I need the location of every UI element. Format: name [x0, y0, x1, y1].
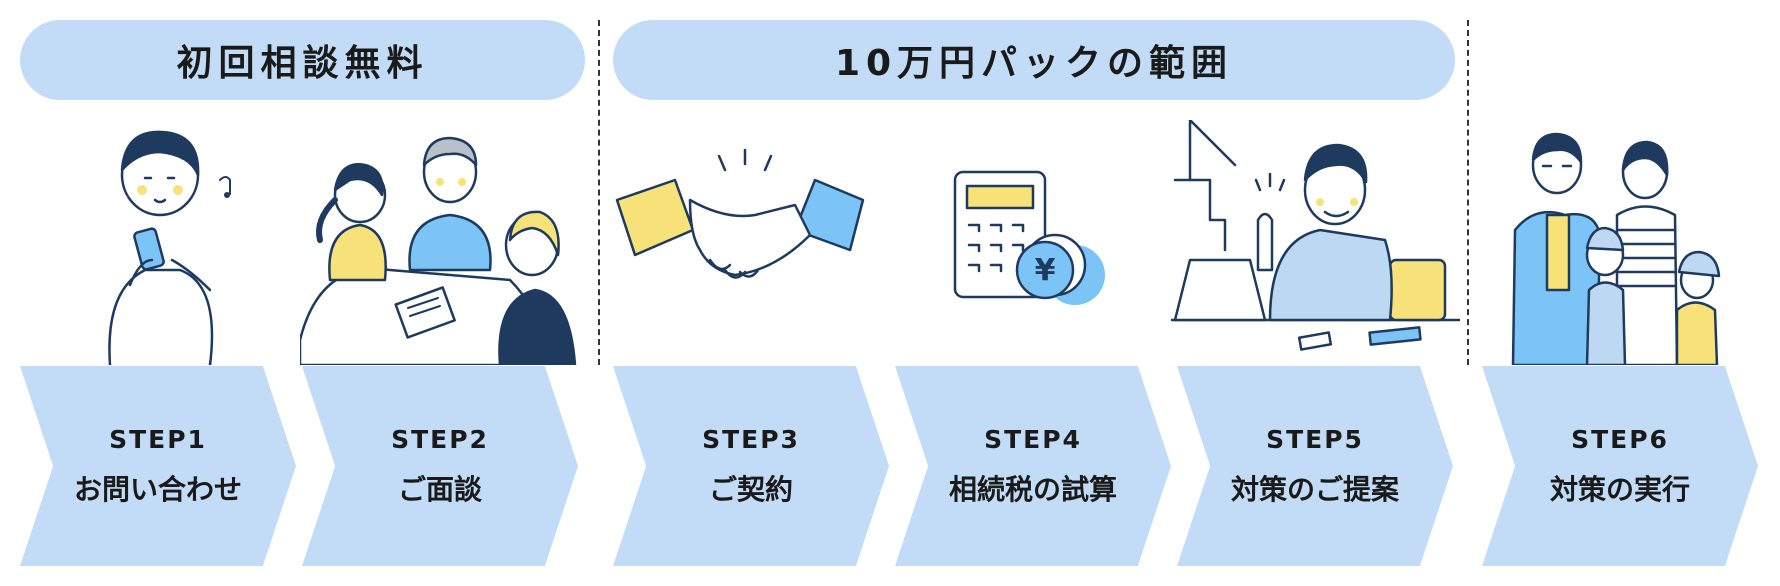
- step-2-label: ご面談: [397, 472, 482, 506]
- step-2: STEP2 ご面談: [302, 366, 578, 566]
- step-3-label: ご契約: [708, 472, 793, 506]
- step-3-number: STEP3: [702, 424, 800, 454]
- section-divider-left: [598, 20, 600, 365]
- step-1: STEP1 お問い合わせ: [20, 366, 296, 566]
- step-6-label: 対策の実行: [1549, 472, 1690, 506]
- step-5-number: STEP5: [1266, 424, 1364, 454]
- package-scope-header: 10万円パックの範囲: [613, 20, 1455, 100]
- step-1-number: STEP1: [109, 424, 207, 454]
- illustration-meeting: [300, 120, 580, 365]
- step-2-number: STEP2: [391, 424, 489, 454]
- step-4-label: 相続税の試算: [948, 472, 1117, 506]
- illustration-handshake: [615, 120, 865, 365]
- step-4-number: STEP4: [984, 424, 1082, 454]
- illustration-advisor-thumbs-up: [1170, 120, 1460, 365]
- illustration-family: [1505, 120, 1765, 365]
- step-6-number: STEP6: [1571, 424, 1669, 454]
- yen-coin-icon: ¥: [1035, 253, 1056, 288]
- step-5-label: 対策のご提案: [1230, 472, 1399, 506]
- section-divider-right: [1467, 20, 1469, 365]
- step-4: STEP4 相続税の試算: [895, 366, 1171, 566]
- free-consultation-label: 初回相談無料: [176, 43, 429, 84]
- free-consultation-header: 初回相談無料: [20, 20, 585, 100]
- step-3: STEP3 ご契約: [613, 366, 889, 566]
- step-6: STEP6 対策の実行: [1482, 366, 1758, 566]
- illustration-woman-phone: [60, 120, 260, 365]
- step-5: STEP5 対策のご提案: [1177, 366, 1453, 566]
- step-1-label: お問い合わせ: [73, 472, 242, 506]
- package-scope-label: 10万円パックの範囲: [834, 43, 1234, 84]
- illustration-calculator-coins: ¥: [945, 120, 1120, 365]
